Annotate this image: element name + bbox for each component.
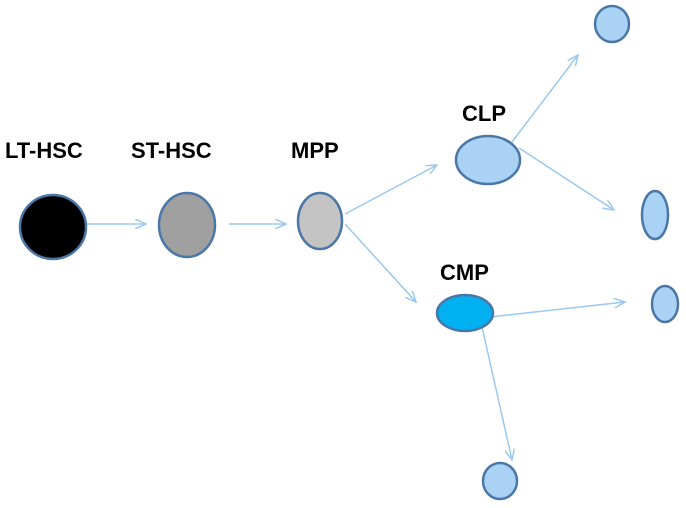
arrow-cmp-to-cell-right xyxy=(489,302,625,318)
clp-cell xyxy=(454,134,522,186)
st-hsc-label: ST-HSC xyxy=(131,138,212,163)
lt-hsc-cell xyxy=(18,193,88,261)
arrow-cmp-to-cell-bottom xyxy=(481,326,512,460)
arrow-clp-to-cell-right xyxy=(518,147,614,210)
terminal-cell-bottom xyxy=(481,461,519,501)
arrow-clp-to-cell-top xyxy=(511,55,578,143)
lt-hsc-label: LT-HSC xyxy=(5,138,83,163)
terminal-cell-right-upper xyxy=(640,189,670,241)
mpp-label: MPP xyxy=(291,138,339,163)
terminal-cell-right-lower xyxy=(650,284,680,324)
clp-label: CLP xyxy=(462,101,506,126)
st-hsc-cell xyxy=(157,191,217,259)
arrow-mpp-to-cmp xyxy=(344,223,416,302)
cmp-cell xyxy=(435,293,495,333)
terminal-cell-top xyxy=(593,4,631,44)
mpp-cell xyxy=(296,191,344,251)
arrow-mpp-to-clp xyxy=(344,165,437,215)
cmp-label: CMP xyxy=(440,260,489,285)
